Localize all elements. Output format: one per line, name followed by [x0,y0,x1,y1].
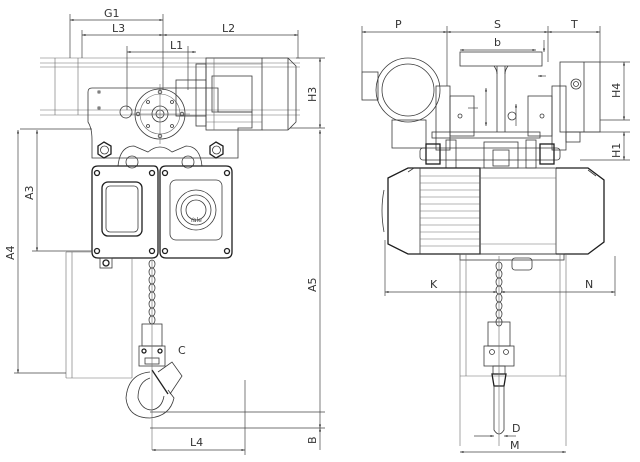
chain-bag [459,254,567,446]
chain-container-outline [65,251,133,379]
dim-label-g1: G1 [104,7,120,20]
dim-label-m: M [510,439,520,452]
trolley-side-plate [87,87,253,159]
beam-rail [40,57,300,116]
drive-gear [130,84,190,144]
front-view: Yale [4,7,325,455]
hook-block-side [483,256,515,446]
brand-mark: Yale [189,217,202,224]
hoist-body-side [381,167,605,271]
dim-label-h3: H3 [306,87,319,102]
dim-label-s: S [494,18,501,31]
trolley-motor [175,57,297,131]
dim-label-p: P [395,18,402,31]
dim-label-c: C [178,344,186,357]
dim-label-a4: A4 [4,245,17,260]
motor-fins [420,175,480,247]
dim-label-n: N [585,278,593,291]
dim-label-l1: L1 [170,39,183,52]
trolley-nuts [97,141,224,169]
dim-label-h1: H1 [610,143,623,158]
dim-label-d: D [512,422,520,435]
dim-label-b: B [306,436,319,444]
dim-label-t: T [570,18,578,31]
side-view: P S T b H4 H1 K N D M [361,18,630,454]
dim-label-a5: A5 [306,277,319,292]
hoist-body: Yale [91,165,233,269]
dim-label-k: K [430,278,438,291]
hook-block: C [125,260,186,450]
dim-label-l3: L3 [112,22,125,35]
dim-label-b-flange: b [494,36,501,49]
trolley-motor-end [361,57,441,149]
i-beam [459,51,543,132]
dim-label-l4: L4 [190,436,203,449]
trolley-frame [431,85,567,151]
suspension-shaft [419,139,561,169]
dim-label-a3: A3 [23,185,36,200]
dim-label-l2: L2 [222,22,235,35]
dim-label-h4: H4 [610,83,623,98]
